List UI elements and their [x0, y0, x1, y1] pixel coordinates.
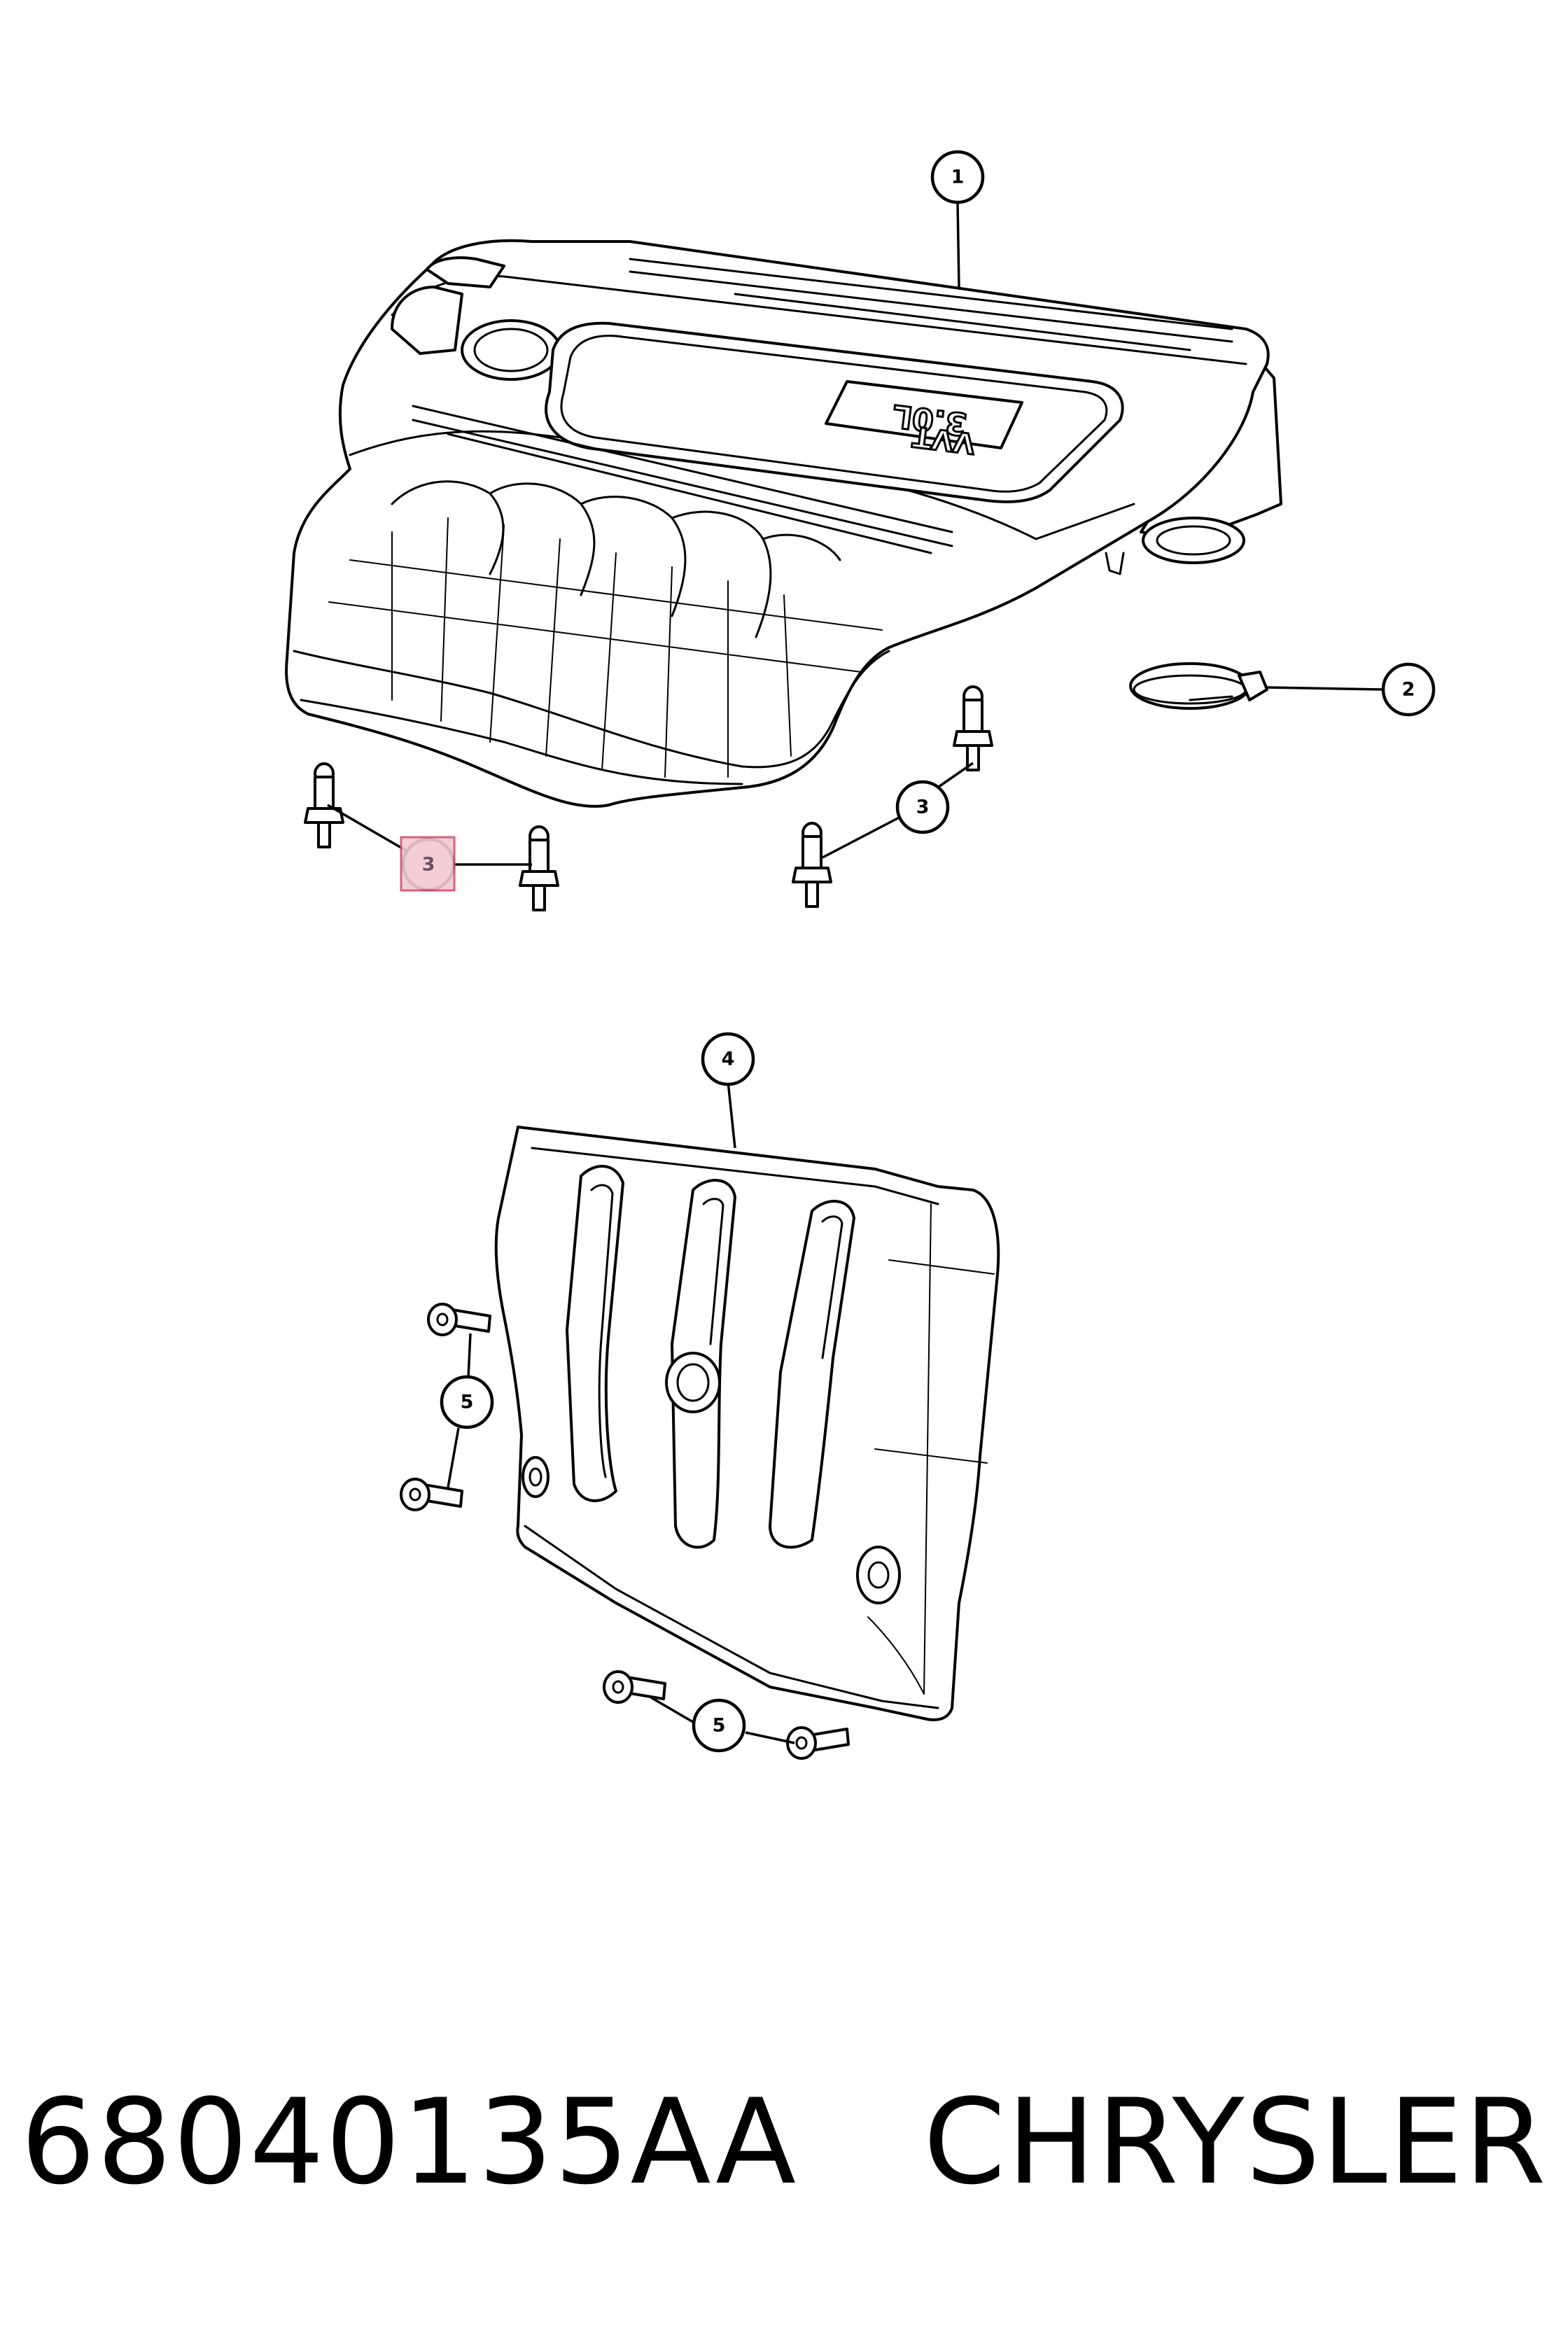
bolt-upper-a: [427, 1303, 491, 1336]
hose-clamp: [1129, 662, 1268, 710]
brand-name: CHRYSLER: [923, 2073, 1548, 2211]
callout-1[interactable]: 1: [930, 150, 985, 204]
callout-3-left-label: 3: [422, 854, 435, 876]
callout-2-label: 2: [1402, 679, 1415, 701]
part-number: 68040135AA: [20, 2073, 798, 2211]
bolt-upper-b: [400, 1478, 463, 1511]
grommet-stud-right-b: [792, 822, 832, 908]
engine-size-badge: 3.0L VVT: [825, 380, 1023, 461]
bolt-lower-a: [603, 1670, 666, 1704]
grommet-stud-right-a: [953, 685, 993, 771]
callout-5-lower-label: 5: [713, 1715, 726, 1737]
heat-shield: [494, 1126, 1000, 1721]
callout-3-highlight: [400, 836, 456, 892]
grommet-stud-left-a: [304, 762, 344, 848]
callout-3-right-label: 3: [916, 797, 930, 818]
part-caption: 68040135AA CHRYSLER: [0, 2051, 1568, 2233]
callout-5-upper-label: 5: [461, 1392, 474, 1413]
callout-3-right[interactable]: 3: [895, 780, 950, 834]
callout-1-label: 1: [951, 167, 965, 188]
leader-lines: [327, 202, 1383, 1744]
callout-4-label: 4: [722, 1049, 735, 1070]
badge-line2: VVT: [911, 420, 977, 460]
grommet-stud-left-b: [519, 825, 559, 911]
callout-2[interactable]: 2: [1381, 662, 1436, 717]
callout-5-upper[interactable]: 5: [440, 1375, 494, 1429]
bolt-lower-b: [786, 1726, 850, 1760]
callout-5-lower[interactable]: 5: [692, 1698, 746, 1753]
engine-cover: 3.0L VVT: [285, 239, 1282, 808]
callout-3-left-highlighted[interactable]: 3: [400, 836, 456, 892]
callout-4[interactable]: 4: [701, 1032, 755, 1086]
